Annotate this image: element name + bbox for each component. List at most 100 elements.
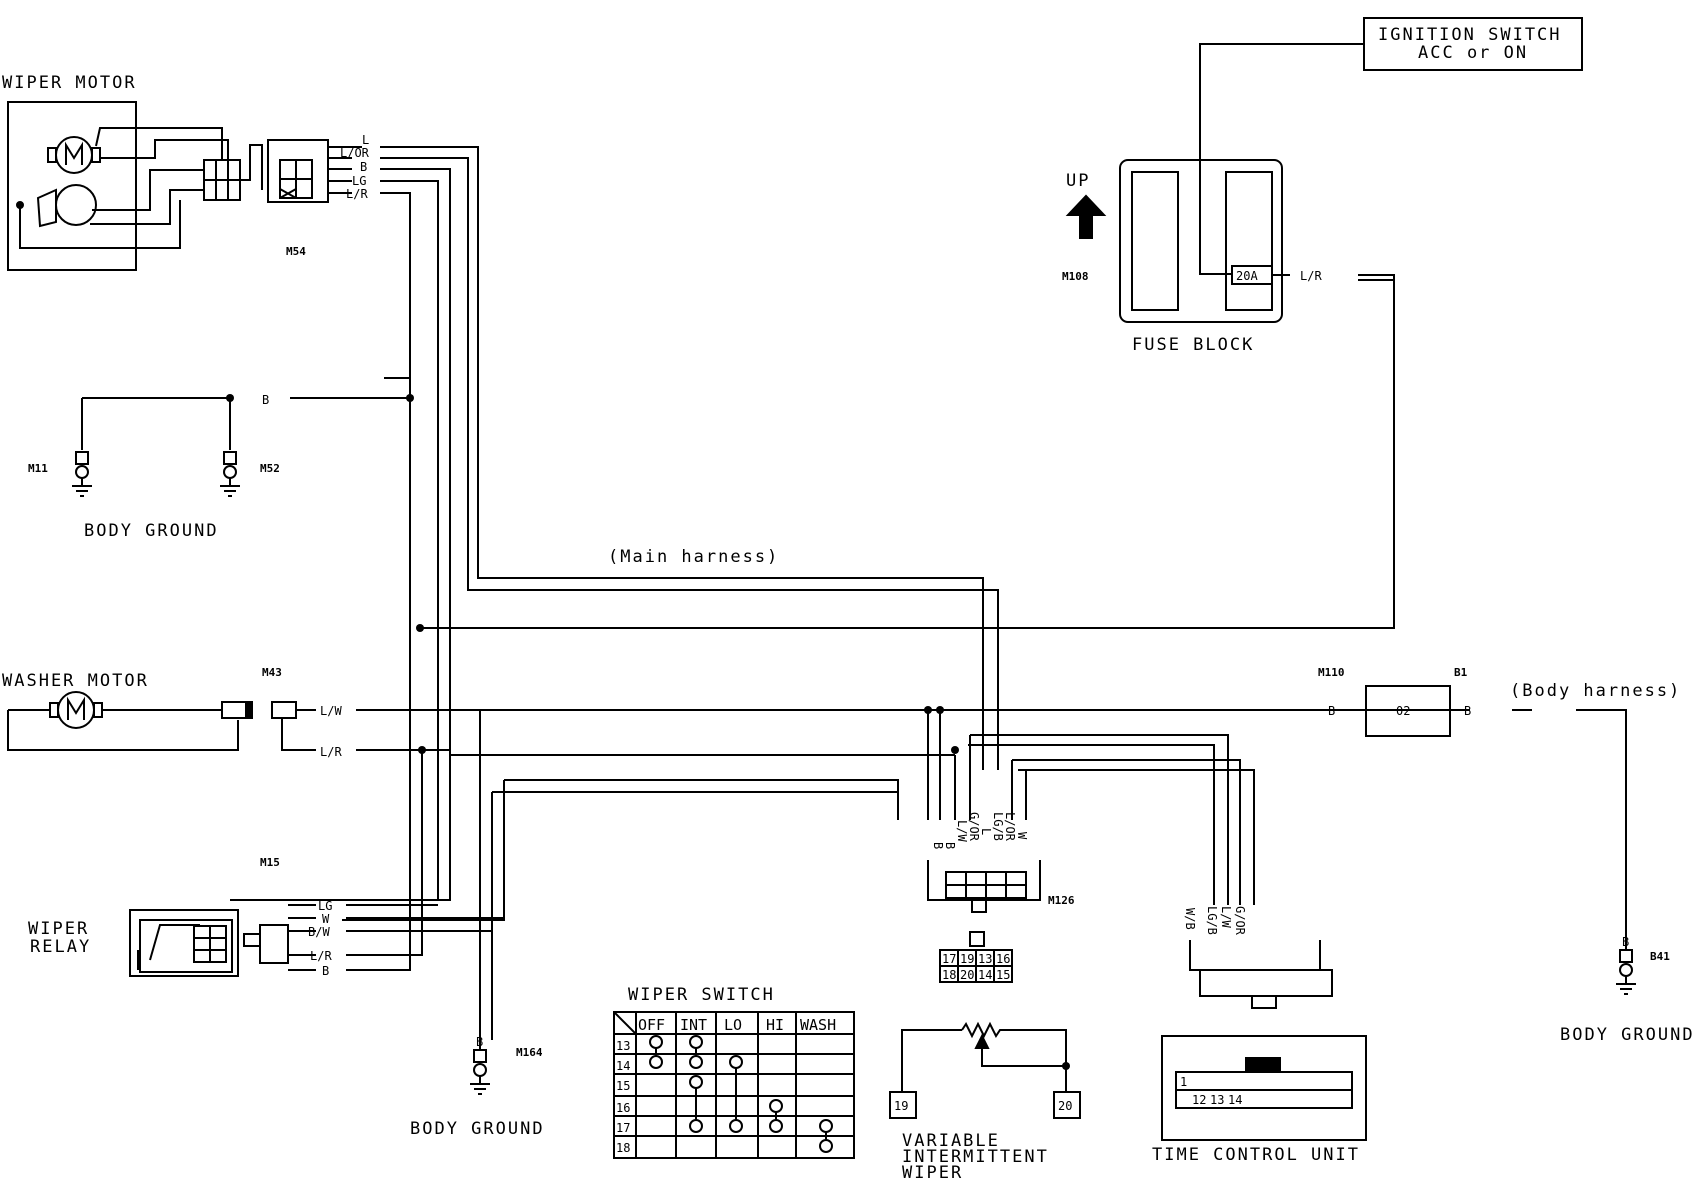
tcu-pin-12: 12 [1192,1093,1206,1107]
switch-col-hi: HI [766,1016,784,1034]
wiper-motor-label: WIPER MOTOR [2,73,137,93]
wire-ground-b: B [262,393,269,407]
b41-label: B41 [1650,950,1670,963]
m108-label: M108 [1062,270,1089,283]
m110-label: M110 [1318,666,1345,679]
wire-fuse-lr: L/R [1300,269,1322,283]
ground-m52 [220,451,240,497]
wire-m164-b: B [476,1035,483,1049]
wiper-switch-label: WIPER SWITCH [628,985,775,1005]
m126-pin-19: 19 [960,952,974,966]
joint-02 [1365,685,1451,737]
m54-label: M54 [286,245,306,258]
wire-m54-lor: L/OR [340,146,370,160]
fuse-block-label: FUSE BLOCK [1132,335,1254,355]
body-ground-label-center: BODY GROUND [410,1119,545,1139]
main-harness-wires [81,146,1395,935]
m126-wire-w: W [1015,832,1029,840]
m126-wire-lor: L/OR [1003,812,1017,842]
ground-m164 [470,1040,490,1095]
m126-label: M126 [1048,894,1075,907]
ground-b41 [1616,949,1636,995]
tcu-wire-lw: L/W [1219,906,1233,928]
body-ground-label-top: BODY GROUND [84,521,219,541]
wire-joint-b-right: B [1464,704,1471,718]
wire-relay-lr: L/R [310,949,332,963]
m126-wire-gor: G/OR [967,812,981,842]
variable-label-1: VARIABLE [902,1131,1000,1151]
m126-pin-14: 14 [978,968,992,982]
junction-dots [226,394,1070,1070]
wire-m54-l: L [362,133,369,147]
ground-m11 [72,451,92,497]
var-pin-20: 20 [1058,1099,1072,1113]
wiper-relay-label-2: RELAY [30,937,91,957]
m126-pin-15: 15 [996,968,1010,982]
main-harness-label: (Main harness) [608,547,779,567]
tcu-pin-14: 14 [1228,1093,1242,1107]
m126-pin-20: 20 [960,968,974,982]
tcu-connector [1189,940,1333,1009]
switch-col-wash: WASH [800,1016,836,1034]
wire-m54-lg: LG [352,174,366,188]
switch-col-lo: LO [724,1016,742,1034]
wire-m43-lw: L/W [320,704,342,718]
wire-m54-b: B [360,160,367,174]
wiper-motor [7,101,263,271]
body-harness-label: (Body harness) [1510,681,1681,701]
wire-joint-b-left: B [1328,704,1335,718]
variable-intermittent-wiper [889,1021,1081,1119]
wire-relay-bw: B/W [308,925,330,939]
ignition-label-2: ACC or ON [1418,43,1528,63]
b1-label: B1 [1454,666,1468,679]
switch-col-int: INT [680,1016,707,1034]
m52-label: M52 [260,462,280,475]
tcu-pin-13: 13 [1210,1093,1224,1107]
switch-row-16: 16 [616,1101,630,1115]
switch-row-17: 17 [616,1121,630,1135]
m126-wire-lw: L/W [955,820,969,842]
m15-label: M15 [260,856,280,869]
time-control-unit [1161,1035,1367,1141]
up-arrow [1065,194,1107,239]
wire-m43-lr: L/R [320,745,342,759]
m126-pin-17: 17 [942,952,956,966]
var-pin-19: 19 [894,1099,908,1113]
joint-02-label: 02 [1396,704,1410,718]
m164-label: M164 [516,1046,543,1059]
wire-b41-b: B [1622,935,1629,949]
fuse-20a: 20A [1236,269,1258,283]
m11-label: M11 [28,462,48,475]
m126-connector [927,860,1041,983]
fuse-block [1119,159,1283,323]
tcu-wire-wb: W/B [1183,908,1197,930]
tcu-wire-lgb: LG/B [1205,906,1219,935]
wiper-relay [129,750,504,977]
wiper-switch-table [613,1011,855,1159]
wire-relay-b: B [322,964,329,978]
m126-pin-18: 18 [942,968,956,982]
variable-label-3: WIPER [902,1163,963,1183]
m126-pin-16: 16 [996,952,1010,966]
tcu-wire-gor: G/OR [1233,906,1247,936]
m54-connector [267,139,362,203]
switch-row-13: 13 [616,1039,630,1053]
washer-motor-label: WASHER MOTOR [2,671,149,691]
wiper-relay-label-1: WIPER [28,919,89,939]
m126-wire-b-2: B [943,842,957,849]
switch-row-15: 15 [616,1079,630,1093]
ignition-label-1: IGNITION SWITCH [1378,25,1562,45]
m43-connector [271,701,1392,751]
wire-relay-w: W [322,912,330,926]
up-label: UP [1066,171,1090,191]
wire-relay-lg: LG [318,899,332,913]
m126-pin-13: 13 [978,952,992,966]
time-control-unit-label: TIME CONTROL UNIT [1152,1145,1360,1165]
switch-row-14: 14 [616,1059,630,1073]
m126-wire-lgb: LG/B [991,812,1005,841]
variable-label-2: INTERMITTENT [902,1147,1049,1167]
m126-wire-l: L [979,828,993,835]
m126-wire-b-1: B [931,842,945,849]
body-ground-label-right: BODY GROUND [1560,1025,1695,1045]
